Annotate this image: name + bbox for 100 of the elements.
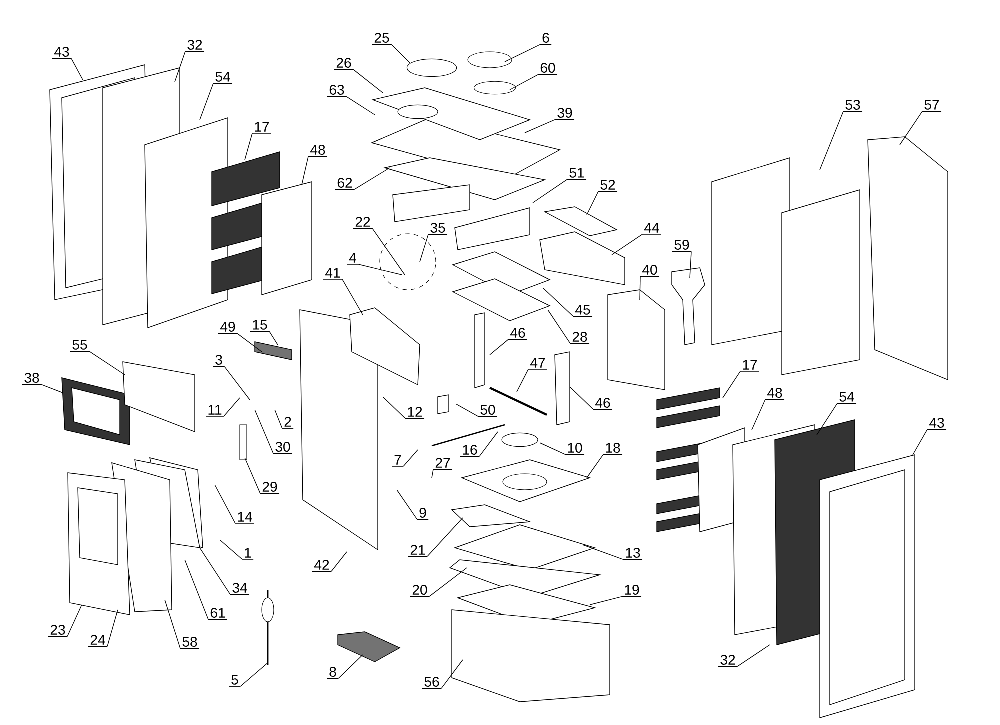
callout-number: 54 <box>837 392 857 404</box>
callout-number: 46 <box>593 398 613 410</box>
callout-number: 27 <box>433 458 453 470</box>
leader-line <box>752 399 766 430</box>
leader-line <box>590 596 623 606</box>
leader-line <box>331 552 348 572</box>
callout-number: 24 <box>88 635 108 647</box>
callout-number: 61 <box>208 608 228 620</box>
callout-number: 32 <box>185 40 205 52</box>
leader-line <box>164 600 181 650</box>
leader-line <box>67 604 82 638</box>
leader-line <box>358 264 402 276</box>
callout-number: 19 <box>622 585 642 598</box>
leader-line <box>582 544 624 560</box>
leader-line <box>516 369 529 392</box>
leader-line <box>900 111 923 146</box>
leader-line <box>510 74 539 90</box>
leader-line <box>200 548 231 596</box>
callout-number: 57 <box>922 100 942 112</box>
leader-line <box>354 168 390 190</box>
leader-line <box>540 442 566 456</box>
callout-number: 49 <box>218 322 238 334</box>
callout-number: 3 <box>213 355 225 368</box>
callout-number: 11 <box>206 405 224 417</box>
callout-number: 40 <box>640 265 660 278</box>
callout-number: 1 <box>242 548 254 560</box>
leader-line <box>570 386 594 410</box>
callout-number: 26 <box>334 58 354 70</box>
callout-number: 28 <box>570 332 590 344</box>
callout-number: 44 <box>642 223 662 235</box>
callout-number: 50 <box>478 405 498 418</box>
leader-line <box>220 540 243 560</box>
callout-number: 30 <box>273 442 293 454</box>
callout-number: 22 <box>353 217 373 229</box>
callout-number: 58 <box>180 637 200 650</box>
leader-line <box>254 410 274 454</box>
leader-line <box>174 51 186 82</box>
leader-line <box>353 69 384 94</box>
leader-line <box>820 111 844 170</box>
callout-number: 15 <box>250 320 270 332</box>
leader-line <box>548 310 571 344</box>
callout-number: 53 <box>843 100 863 112</box>
callout-number: 51 <box>567 168 587 180</box>
callout-number: 2 <box>282 417 294 429</box>
callout-number: 32 <box>718 655 738 668</box>
callout-number: 6 <box>540 33 552 46</box>
leader-line <box>456 404 479 418</box>
callout-number: 9 <box>417 508 429 520</box>
callout-number: 25 <box>372 33 392 46</box>
callout-number: 59 <box>672 240 692 252</box>
callout-number: 63 <box>327 85 347 98</box>
leader-line <box>479 432 498 458</box>
leader-line <box>912 429 928 456</box>
leader-line <box>342 279 364 316</box>
callout-number: 18 <box>603 443 623 456</box>
leader-line <box>432 469 434 478</box>
leader-line <box>274 410 283 429</box>
leader-line <box>640 276 641 300</box>
leader-line <box>269 331 278 346</box>
leader-line <box>490 339 509 356</box>
callout-number: 45 <box>573 305 593 317</box>
leader-line <box>420 234 429 262</box>
leader-line <box>542 288 574 317</box>
callout-number: 55 <box>70 340 90 352</box>
callout-number: 60 <box>538 63 558 76</box>
callout-number: 21 <box>408 545 428 557</box>
leader-line <box>346 96 376 116</box>
leader-line <box>427 518 464 557</box>
callout-number: 48 <box>308 145 328 158</box>
leader-line <box>524 119 556 134</box>
leader-line <box>391 44 410 64</box>
callout-number: 56 <box>422 677 442 690</box>
leader-line <box>107 610 118 647</box>
callout-number: 47 <box>528 358 548 370</box>
leader-line <box>441 660 464 690</box>
callout-number: 34 <box>230 583 250 596</box>
leader-line <box>89 351 126 376</box>
callout-number: 10 <box>565 443 585 456</box>
leader-line <box>338 654 364 680</box>
leader-line <box>586 454 604 478</box>
leader-line <box>224 398 240 417</box>
callout-number: 29 <box>260 482 280 494</box>
leader-line <box>737 644 770 668</box>
leader-line <box>240 662 268 687</box>
leader-line <box>532 179 568 204</box>
leader-line <box>586 191 599 216</box>
leader-line <box>396 490 418 520</box>
leader-line <box>612 234 643 256</box>
leader-line <box>690 251 692 278</box>
callout-number: 52 <box>598 180 618 192</box>
callout-number: 12 <box>405 407 425 419</box>
leader-line <box>224 366 250 400</box>
callout-number: 46 <box>508 328 528 340</box>
callout-number: 41 <box>323 268 343 280</box>
callout-number: 35 <box>428 223 448 236</box>
leader-line <box>403 450 418 467</box>
leader-line <box>71 58 84 80</box>
leader-line <box>244 458 261 494</box>
leader-line <box>372 228 406 276</box>
leader-line <box>302 156 309 186</box>
